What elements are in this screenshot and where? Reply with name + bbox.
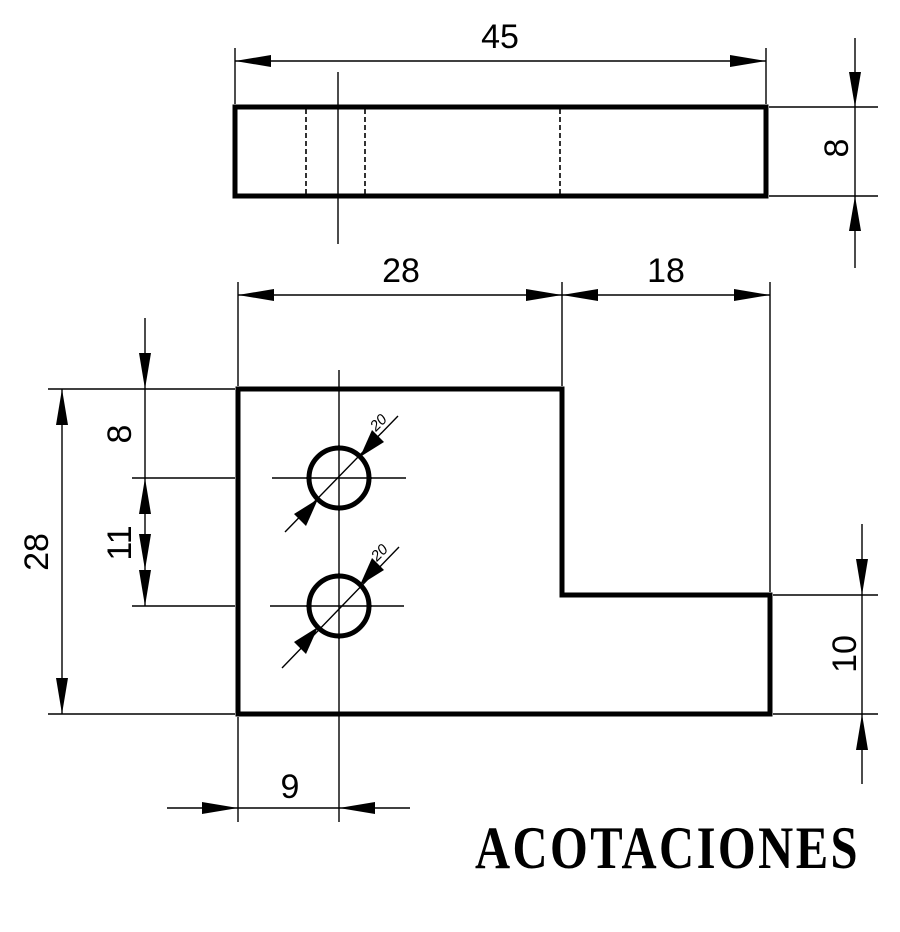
dimension-front-height-label: 28 bbox=[18, 533, 56, 571]
dimension-hole-center-x-label: 9 bbox=[281, 768, 300, 806]
drawing-title: ACOTACIONES bbox=[475, 815, 860, 881]
dimension-step-height: 10 bbox=[773, 524, 878, 784]
dimension-front-right-width: 18 bbox=[562, 252, 771, 592]
dimension-hole-upper-diameter-label: 20 bbox=[366, 411, 391, 436]
dimension-front-height: 28 bbox=[18, 388, 235, 715]
dimension-top-width-label: 45 bbox=[481, 18, 519, 56]
dimension-hole-center-x: 9 bbox=[167, 717, 410, 822]
dimension-top-thickness: 8 bbox=[769, 38, 878, 268]
dimension-hole-top-offset-label: 8 bbox=[101, 425, 139, 444]
dimension-hole-top-offset: 8 bbox=[101, 318, 235, 514]
dimension-step-height-label: 10 bbox=[826, 635, 864, 673]
dimension-front-left-width-label: 28 bbox=[382, 252, 420, 290]
dimension-front-left-width: 28 bbox=[237, 252, 563, 386]
dimension-front-right-width-label: 18 bbox=[647, 252, 685, 290]
top-view: 45 8 bbox=[232, 18, 878, 268]
dimension-hole-spacing: 11 bbox=[101, 478, 235, 607]
dimension-top-width: 45 bbox=[234, 18, 767, 104]
dimension-hole-spacing-label: 11 bbox=[101, 525, 139, 560]
dimension-top-thickness-label: 8 bbox=[818, 139, 856, 158]
front-view-outline bbox=[235, 386, 773, 717]
top-view-outline bbox=[232, 104, 769, 199]
front-view: 20 20 28 18 bbox=[18, 252, 878, 822]
